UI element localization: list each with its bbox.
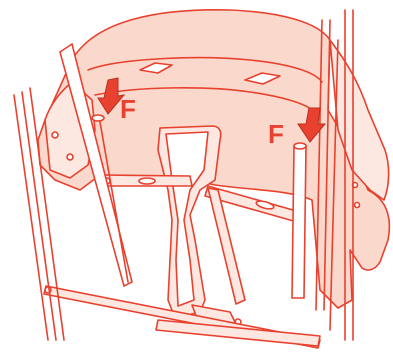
tube-left-outer-3: [29, 87, 65, 341]
tube-left-inner-2: [99, 121, 129, 283]
seat-rivet-1: [51, 131, 59, 139]
force-arrows: [97, 77, 327, 143]
tube-left-inner: [59, 42, 133, 288]
seat-back-top-seam: [87, 56, 323, 83]
tube-right-b: [323, 19, 331, 311]
base-bar-front: [155, 319, 321, 347]
force-label-right: F: [268, 119, 284, 149]
tube-right-inner-cap: [293, 142, 307, 150]
tube-left-inner-cap: [91, 114, 105, 122]
bar-left-slot: [138, 177, 156, 185]
seat-slot-right: [244, 72, 281, 85]
arrow-down-icon: [97, 77, 126, 115]
arrow-down-icon: [297, 107, 327, 143]
tube-right-inner: [291, 145, 307, 299]
tube-left-outer-2: [21, 91, 57, 341]
tube-right-e: [329, 39, 339, 331]
base-bars: [43, 285, 321, 349]
diagonal-leg: [207, 187, 246, 305]
frame-tubes: [13, 9, 354, 341]
force-label-left: F: [120, 94, 136, 124]
seat-rivet-4: [353, 201, 361, 209]
cross-bars: [101, 174, 304, 329]
center-brace: [157, 125, 222, 319]
seat-rivet-2: [66, 153, 74, 161]
tube-left-outer-1: [13, 94, 49, 341]
tube-right-a: [315, 19, 323, 311]
seat-back-lower-seam: [94, 87, 313, 111]
bar-right-slot: [255, 200, 275, 210]
seat-slot-left: [139, 62, 173, 74]
